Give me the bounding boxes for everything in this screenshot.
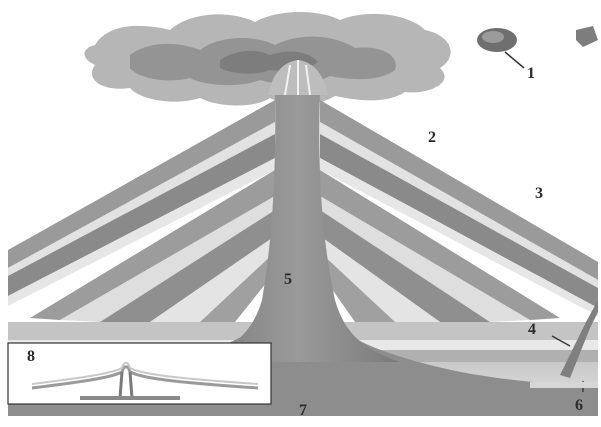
label-6: 6 [575,398,583,414]
sill [530,382,598,388]
label-7: 7 [299,403,307,419]
label-2: 2 [428,130,436,146]
label-3: 3 [535,186,543,202]
label-5: 5 [284,272,292,288]
label-8: 8 [27,349,35,365]
label-1-pointer [505,52,524,68]
inset-panel [8,343,271,404]
ash-cloud [84,12,450,106]
label-1: 1 [527,66,535,82]
label-4: 4 [528,322,536,338]
volcanic-bomb [477,26,598,52]
